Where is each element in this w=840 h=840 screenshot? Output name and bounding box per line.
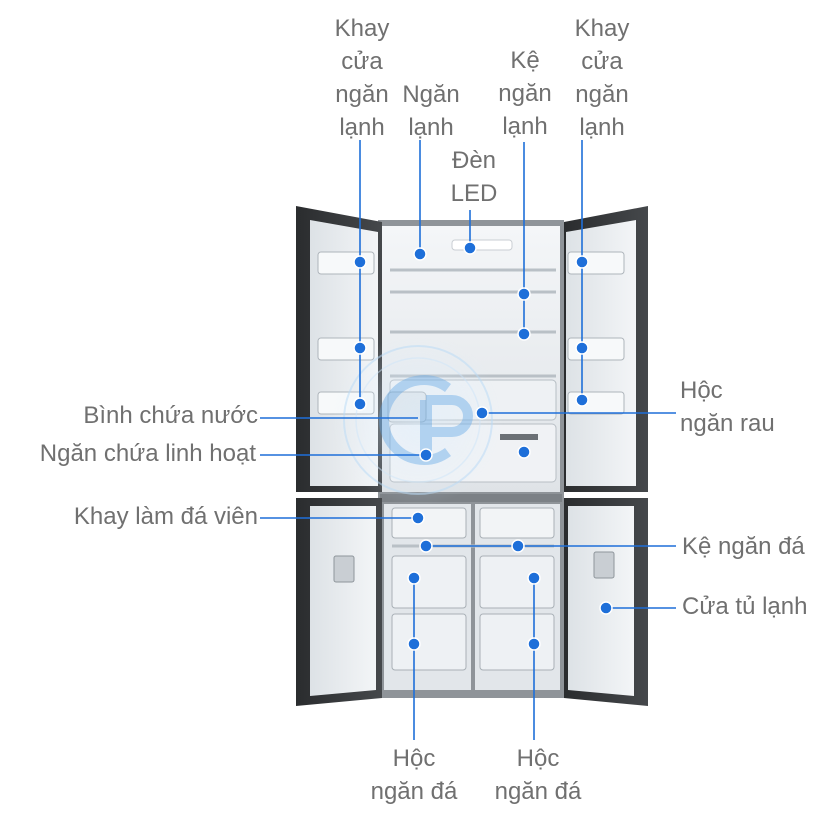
label-binh-chua-nuoc: Bình chứa nước xyxy=(83,402,258,429)
label-hoc-ngan-da-phai: Hộc ngăn đá xyxy=(480,742,596,808)
label-line: Kệ xyxy=(510,47,540,74)
label-line: Khay xyxy=(574,15,630,42)
callout-dot-ngan-chua-linh-hoat xyxy=(419,448,433,462)
callouts xyxy=(260,140,676,740)
callout-dot-ke-ngan-lanh-1 xyxy=(517,287,531,301)
callout-dot-ngan-lanh xyxy=(413,247,427,261)
label-line: cửa xyxy=(581,48,623,75)
label-line: cửa xyxy=(341,48,383,75)
callout-dot-khay-cua-trai-1 xyxy=(353,255,367,269)
label-line: ngăn rau xyxy=(680,410,775,437)
label-khay-cua-trai: Khay cửa ngăn lạnh xyxy=(322,12,402,144)
freezer-compartments xyxy=(391,507,555,671)
callout-dot-khay-cua-phai-2 xyxy=(575,341,589,355)
callout-dot-hoc-ngan-da-phai-1 xyxy=(527,571,541,585)
label-hoc-ngan-da-trai: Hộc ngăn đá xyxy=(356,742,472,808)
label-ngan-lanh: Ngăn lạnh xyxy=(390,78,472,144)
label-ke-ngan-lanh: Kệ ngăn lạnh xyxy=(484,44,566,143)
label-line: lạnh xyxy=(339,114,385,141)
label-line: lạnh xyxy=(579,114,625,141)
callout-dot-ngan-chua-linh-hoat-2 xyxy=(517,445,531,459)
label-line: ngăn đá xyxy=(370,778,458,805)
watermark-logo xyxy=(332,334,504,506)
callout-dot-binh-chua-nuoc xyxy=(353,397,367,411)
led-light xyxy=(451,239,513,251)
label-line: ngăn xyxy=(575,81,629,108)
label-line: Khay xyxy=(334,15,390,42)
label-line: ngăn đá xyxy=(494,778,582,805)
callout-dot-cua-tu-lanh xyxy=(599,601,613,615)
label-line: Hộc xyxy=(680,377,723,404)
label-line: lạnh xyxy=(502,113,548,140)
callout-dot-ke-ngan-da-2 xyxy=(511,539,525,553)
label-ke-ngan-da: Kệ ngăn đá xyxy=(682,533,805,560)
label-cua-tu-lanh: Cửa tủ lạnh xyxy=(682,593,808,620)
label-line: ngăn xyxy=(498,80,552,107)
callout-dot-den-led xyxy=(463,241,477,255)
callout-dot-hoc-ngan-da-phai-2 xyxy=(527,637,541,651)
callout-dot-khay-cua-phai-1 xyxy=(575,255,589,269)
callout-dot-hoc-ngan-da-trai-2 xyxy=(407,637,421,651)
label-hoc-ngan-rau: Hộc ngăn rau xyxy=(680,374,820,440)
callout-dot-ke-ngan-lanh-2 xyxy=(517,327,531,341)
callout-dot-hoc-ngan-rau xyxy=(475,406,489,420)
label-line: Hộc xyxy=(516,745,560,772)
label-line: LED xyxy=(450,180,498,207)
label-khay-cua-phai: Khay cửa ngăn lạnh xyxy=(562,12,642,144)
callout-dot-ke-ngan-da-1 xyxy=(419,539,433,553)
label-line: Đèn xyxy=(451,147,497,174)
label-line: lạnh xyxy=(408,114,454,141)
callout-dot-khay-cua-trai-2 xyxy=(353,341,367,355)
label-line: Hộc xyxy=(392,745,436,772)
callout-dot-khay-cua-phai-3 xyxy=(575,393,589,407)
label-khay-lam-da-vien: Khay làm đá viên xyxy=(73,503,258,530)
label-den-led: Đèn LED xyxy=(440,144,508,210)
label-line: Ngăn xyxy=(402,81,460,108)
callout-dot-hoc-ngan-da-trai-1 xyxy=(407,571,421,585)
callout-dot-khay-lam-da-vien xyxy=(411,511,425,525)
right-upper-door xyxy=(564,206,648,492)
label-line: ngăn xyxy=(335,81,389,108)
left-lower-door xyxy=(296,498,382,706)
label-ngan-chua-linh-hoat: Ngăn chứa linh hoạt xyxy=(39,440,256,467)
